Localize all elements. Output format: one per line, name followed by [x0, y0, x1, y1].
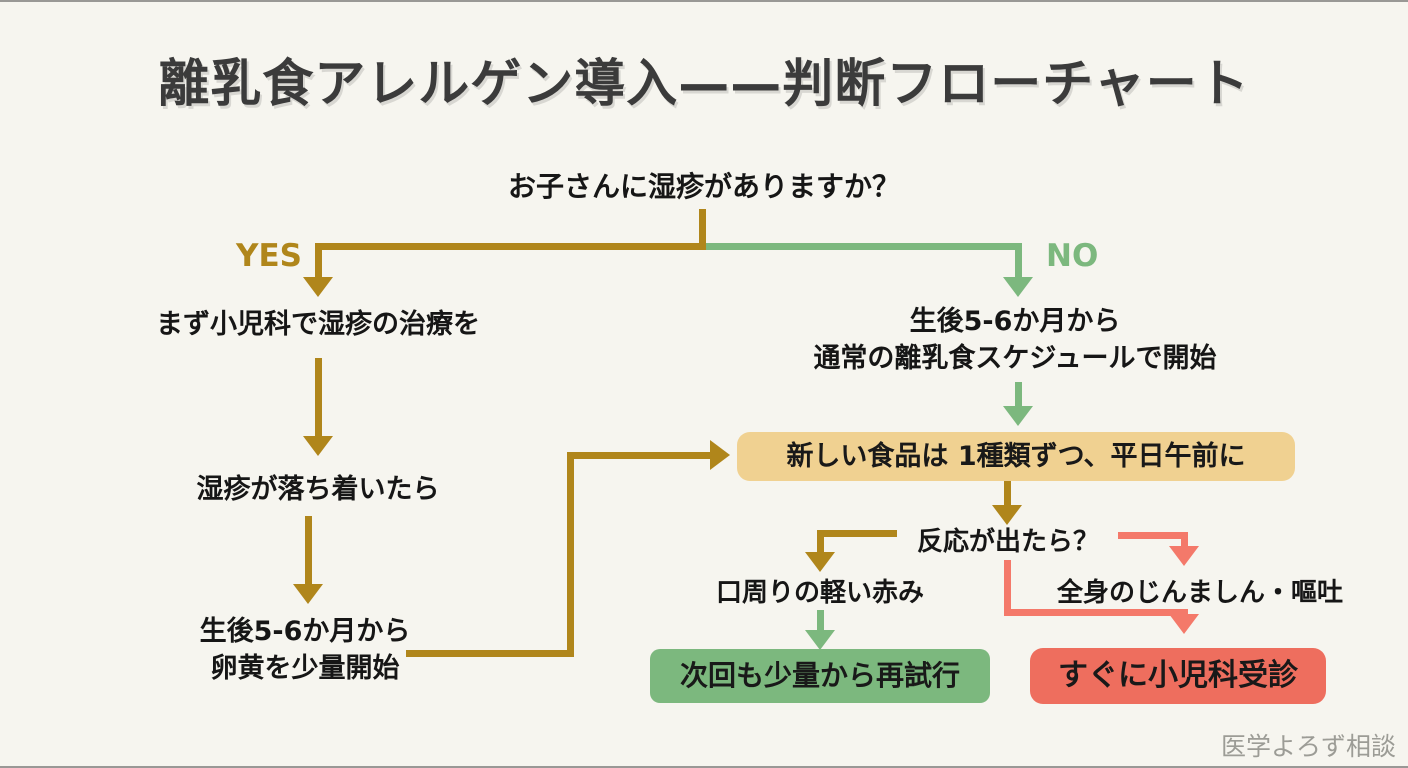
no-step1-arrow-shaft: [1015, 382, 1022, 410]
severe-branch-arrowhead-icon: [1169, 546, 1199, 566]
page-title: 離乳食アレルゲン導入——判断フローチャート: [158, 55, 1250, 114]
mild-reaction-label: 口周りの軽い赤み: [715, 578, 924, 608]
reaction-question: 反応が出たら？: [916, 527, 1099, 557]
box-to-reaction-arrowhead-icon: [992, 505, 1022, 525]
mild-action-box: 次回も少量から再試行: [650, 649, 990, 703]
no-label: NO: [1046, 238, 1099, 274]
yolk-to-box-line-top: [567, 452, 712, 459]
yolk-to-box-arrowhead-icon: [710, 440, 730, 470]
yolk-to-box-line-bottom: [406, 650, 574, 657]
yes-step2-arrow-shaft: [305, 516, 312, 586]
new-food-box: 新しい食品は 1種類ずつ、平日午前に: [737, 432, 1295, 481]
severe-action-box: すぐに小児科受診: [1030, 648, 1326, 704]
no-arrowhead-icon: [1003, 277, 1033, 297]
yes-step1-arrowhead-icon: [303, 436, 333, 456]
question-stem-line: [699, 209, 706, 247]
mild-branch-arrowhead-icon: [805, 552, 835, 572]
yes-step1-treat-eczema: まず小児科で湿疹の治療を: [156, 309, 480, 340]
yes-branch-line: [315, 243, 706, 250]
yes-label: YES: [236, 238, 302, 274]
bottom-edge-line: [0, 766, 1408, 768]
yes-arrow-shaft: [315, 243, 322, 280]
severe-reaction-label: 全身のじんましん・嘔吐: [1056, 578, 1343, 608]
no-step1-normal-schedule: 生後5-6か月から 通常の離乳食スケジュールで開始: [715, 303, 1315, 377]
yes-step2-arrowhead-icon: [293, 584, 323, 604]
yes-step3-line1: 生後5-6か月から: [199, 616, 411, 647]
yes-step3-line2: 卵黄を少量開始: [210, 653, 400, 684]
severe-branch-arrow-shaft: [1181, 532, 1188, 548]
mild-branch-line: [817, 530, 897, 537]
yes-arrowhead-icon: [303, 277, 333, 297]
severe-action-line-vertical: [1004, 560, 1011, 616]
yes-step3-egg-yolk: 生後5-6か月から 卵黄を少量開始: [55, 613, 555, 687]
no-branch-line: [706, 243, 1022, 250]
no-step1-line2: 通常の離乳食スケジュールで開始: [813, 343, 1217, 374]
severe-action-line-horizontal: [1004, 609, 1188, 616]
severe-branch-line: [1118, 532, 1188, 539]
severe-action-arrowhead-icon: [1169, 614, 1199, 634]
mild-action-arrow-shaft: [817, 610, 824, 632]
yolk-to-box-line-vertical: [567, 452, 574, 657]
top-edge-line: [0, 0, 1408, 2]
mild-branch-arrow-shaft: [817, 530, 824, 554]
no-arrow-shaft: [1015, 243, 1022, 280]
box-to-reaction-arrow-shaft: [1004, 481, 1011, 508]
no-step1-arrowhead-icon: [1003, 406, 1033, 426]
yes-step2-eczema-settled: 湿疹が落ち着いたら: [196, 474, 440, 505]
no-step1-line1: 生後5-6か月から: [909, 306, 1121, 337]
root-question: お子さんに湿疹がありますか？: [507, 170, 900, 203]
mild-action-arrowhead-icon: [805, 630, 835, 650]
watermark: 医学よろず相談: [1220, 732, 1396, 761]
yes-step1-arrow-shaft: [315, 358, 322, 438]
